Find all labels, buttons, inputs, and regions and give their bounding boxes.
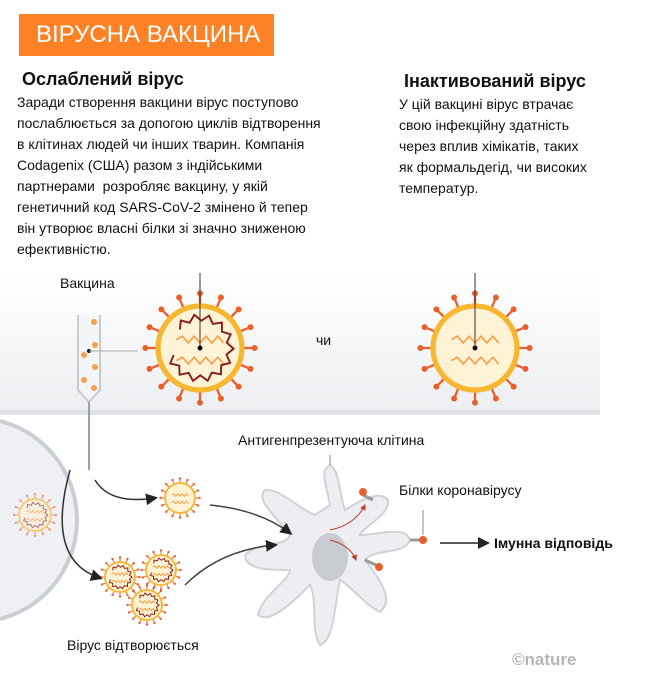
proteins-label: Білки коронавірусу: [399, 482, 522, 498]
text-line: партнерами розробляє вакцину, у якій: [17, 178, 268, 194]
text-line: він утворює власні білки зі значно зниже…: [17, 220, 306, 236]
page-title: ВІРУСНА ВАКЦИНА: [19, 14, 275, 56]
text-line: через вплив хімікатів, таких: [399, 138, 579, 154]
text-line: послаблюється за допогою циклів відтворе…: [17, 115, 321, 131]
text-line: свою інфекційну здатність: [399, 117, 570, 133]
replicated-virus: [140, 549, 182, 591]
text-line: температур.: [399, 180, 479, 196]
replicated-virus: [126, 584, 168, 626]
weakened-description: Заради створення вакцини вірус поступово…: [17, 92, 321, 260]
vaccine-label: Вакцина: [60, 275, 115, 291]
or-label: чи: [316, 332, 332, 348]
inactivated-description: У цій вакцині вірус втрачає свою інфекці…: [399, 94, 587, 199]
text-line: генетичний код SARS-CoV-2 змінено й тепе…: [17, 199, 308, 215]
virus-in-host-cell: [13, 493, 57, 537]
inactivated-virus-small: [159, 477, 201, 519]
text-line: У цій вакцині вірус втрачає: [399, 96, 574, 112]
inactivated-heading: Інактивований вірус: [404, 71, 586, 91]
immune-response-label: Імунна відповідь: [494, 535, 613, 551]
text-line: в клітинах людей чи інших тварин. Компан…: [17, 136, 305, 152]
weakened-heading: Ослаблений вірус: [22, 69, 184, 89]
text-line: як формальдегід, чи високих: [399, 159, 587, 175]
nature-credit: ©nature: [512, 650, 577, 669]
replicates-label: Вірус відтворюється: [67, 637, 199, 653]
coronavirus-proteins: [359, 488, 427, 571]
syringe-icon: [77, 315, 138, 470]
text-line: Заради створення вакцини вірус поступово: [17, 94, 299, 110]
text-line: Codagenix (США) разом з індійськими: [17, 157, 263, 173]
text-line: ефективністю.: [17, 241, 111, 257]
replicated-virus: [99, 556, 141, 598]
apc-label: Антигенпрезентуюча клітина: [238, 432, 425, 448]
